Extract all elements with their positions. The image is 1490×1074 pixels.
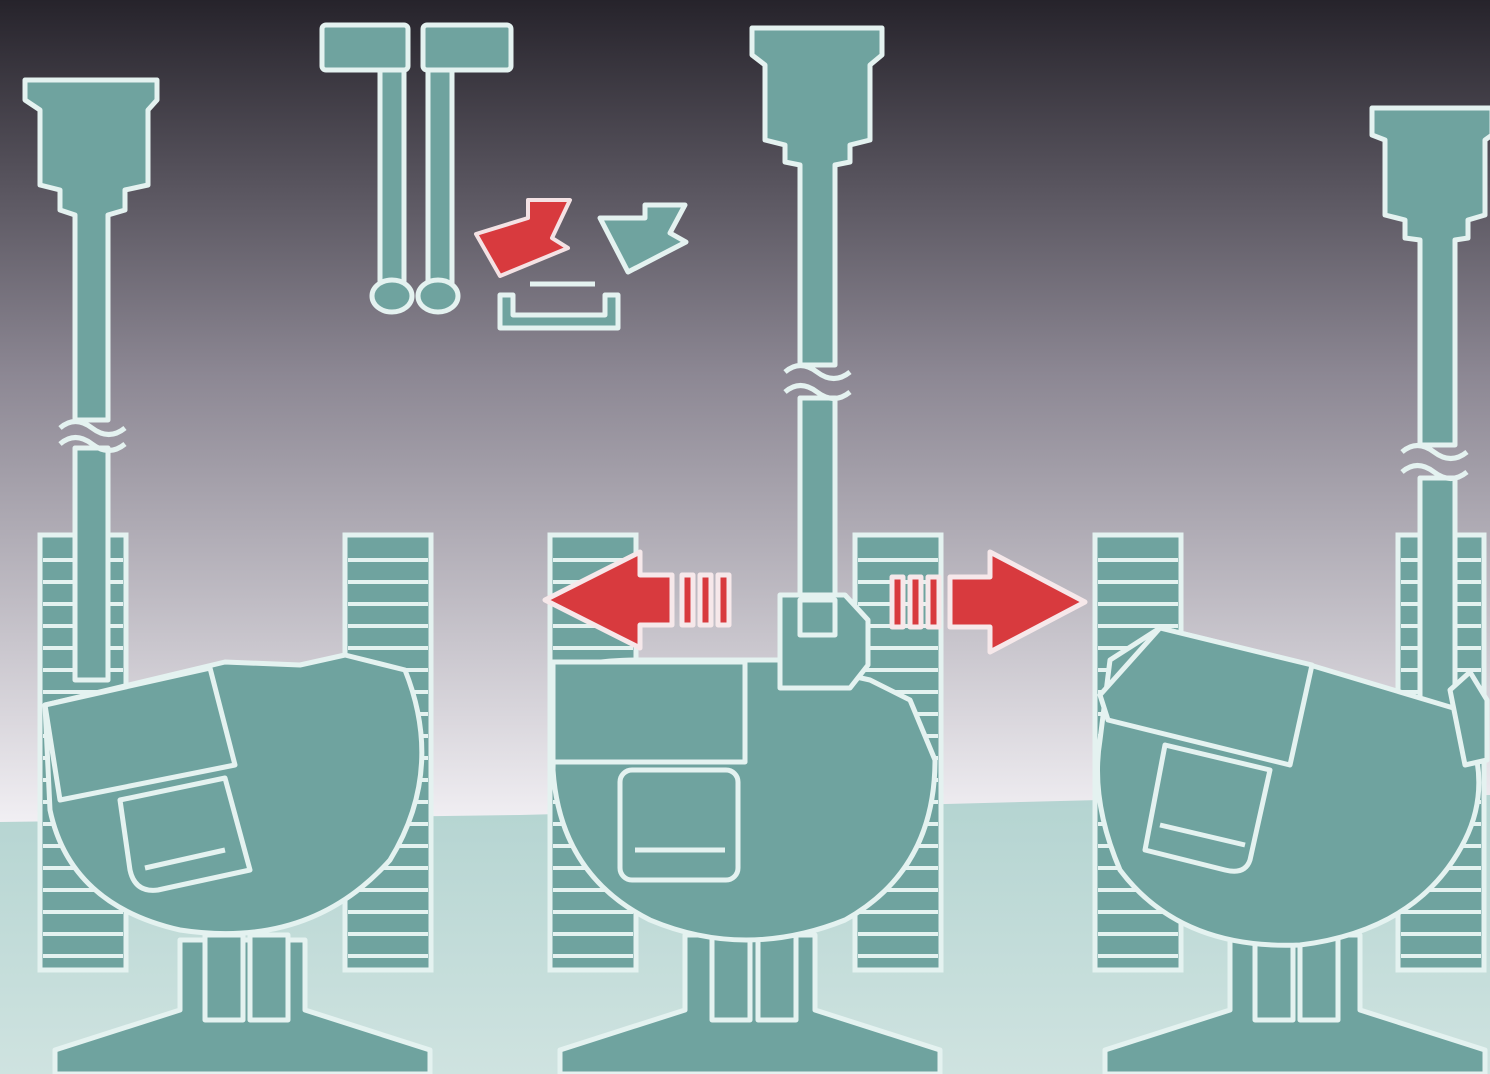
right-panel: [1097, 625, 1315, 768]
t-handle-icon: [319, 22, 514, 315]
insert-arrow-red-icon: [474, 198, 572, 278]
center-coupling: [777, 592, 871, 691]
lock-clip-icon: [497, 292, 621, 331]
break-line-icon: [58, 363, 1469, 481]
left-window: [117, 775, 253, 893]
right-shaft-top: [1369, 105, 1490, 448]
left-panel: [42, 665, 238, 803]
center-assembly: [550, 25, 943, 1074]
left-shaft-lower: [72, 445, 111, 683]
right-coupling: [1447, 669, 1490, 768]
center-panel: [550, 659, 748, 765]
center-window: [617, 767, 741, 883]
arrow-right-icon: [889, 549, 1088, 655]
left-leg-b: [247, 932, 291, 1023]
insert-arrow-icon: [597, 202, 689, 275]
left-leg-a: [202, 932, 246, 1023]
center-shaft-top: [749, 25, 885, 368]
left-assembly: [22, 77, 433, 1074]
center-leg-b: [755, 927, 799, 1023]
right-window: [1142, 742, 1273, 874]
arrow-left-icon: [542, 549, 732, 651]
right-shaft-lower: [1417, 475, 1458, 713]
right-assembly: [1095, 105, 1490, 1074]
left-shaft-top: [22, 77, 160, 423]
center-leg-a: [709, 927, 753, 1023]
